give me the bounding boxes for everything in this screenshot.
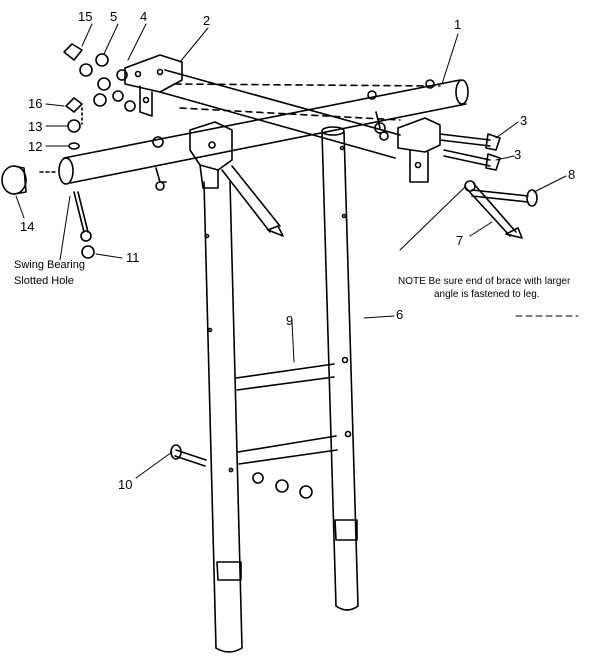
callout-15: 15 xyxy=(78,9,93,24)
callout-14: 14 xyxy=(20,219,35,234)
left-brace xyxy=(221,165,284,237)
callout-8: 8 xyxy=(568,167,576,182)
callout-11: 11 xyxy=(126,250,140,265)
callout-5: 5 xyxy=(110,9,118,24)
callout-9: 9 xyxy=(286,313,294,328)
note-line-1: NOTE Be sure end of brace with larger xyxy=(398,276,571,287)
hardware-left xyxy=(63,43,164,150)
top-bar xyxy=(39,79,469,185)
top-left-bracket xyxy=(124,54,183,117)
callout-4: 4 xyxy=(140,9,148,24)
swing-hanger xyxy=(73,111,381,259)
left-front-leg xyxy=(203,181,243,653)
swing-bearing-caption-line-1: Swing Bearing xyxy=(14,259,85,271)
center-bracket xyxy=(189,121,233,189)
callout-12: 12 xyxy=(28,139,43,154)
callout-13: 13 xyxy=(28,119,43,134)
callout-10: 10 xyxy=(118,477,133,492)
ladder-rungs xyxy=(235,363,338,465)
hardware-right xyxy=(367,79,538,207)
swing-bearing-caption-line-2: Slotted Hole xyxy=(14,275,74,287)
right-bracket xyxy=(397,117,441,183)
callout-16: 16 xyxy=(28,96,43,111)
callout-3b: 3 xyxy=(514,147,522,162)
callout-1: 1 xyxy=(454,17,462,32)
callout-2: 2 xyxy=(203,13,211,28)
leader-lines xyxy=(15,23,579,479)
note-line-2: angle is fastened to leg. xyxy=(434,289,540,300)
rear-bar xyxy=(159,69,441,159)
right-rear-leg xyxy=(321,126,359,611)
callout-6: 6 xyxy=(396,307,404,322)
callout-3a: 3 xyxy=(520,113,528,128)
end-cap xyxy=(1,165,27,195)
bottom-bolt xyxy=(170,444,313,499)
callout-7: 7 xyxy=(456,233,464,248)
